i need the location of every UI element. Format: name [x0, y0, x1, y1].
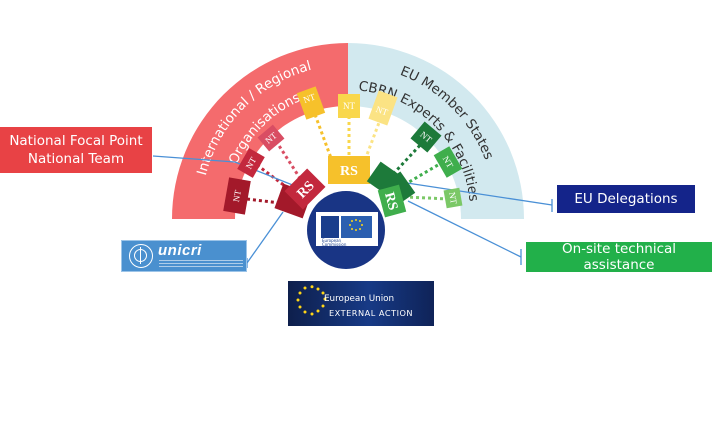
arc-international-organisations: [172, 43, 348, 219]
connector-nt: [405, 195, 450, 201]
unicri-wordmark: unicri: [158, 242, 202, 259]
onsite-assistance-box: On-site technical assistance: [526, 241, 712, 273]
arc-eu-member-states: [348, 43, 524, 219]
nt-tag: NT: [433, 146, 463, 178]
eeas-logo: European Union EXTERNAL ACTION: [288, 281, 434, 326]
nt-tag-label: NT: [343, 101, 355, 111]
onsite-assistance-label: On-site technical assistance: [561, 241, 677, 273]
national-focal-point-label: National Focal Point: [9, 133, 143, 149]
nt-tag: NT: [296, 86, 326, 120]
commission-caption-line2: Commission: [322, 242, 347, 247]
nt-tag-label: NT: [375, 104, 390, 118]
rs-tag: RS: [377, 184, 407, 218]
national-team-label: National Team: [27, 151, 125, 167]
un-emblem-icon: [129, 244, 153, 268]
rs-tag: RS: [328, 156, 370, 184]
connector-nt: [403, 160, 444, 187]
connector-nt: [246, 197, 289, 206]
nt-tag: NT: [338, 94, 360, 118]
nt-tag: NT: [368, 90, 398, 126]
rs-tag: RS: [284, 168, 326, 210]
nt-tag-label: NT: [302, 91, 317, 105]
nt-tag: NT: [257, 124, 285, 152]
nt-tag: NT: [410, 121, 442, 153]
rs-tag-label: RS: [340, 164, 358, 179]
eu-stars-icon: [296, 285, 327, 316]
eu-delegations-box: EU Delegations: [557, 185, 695, 213]
nt-tag: NT: [223, 177, 251, 215]
connector-nt: [393, 139, 426, 174]
eeas-line2: EXTERNAL ACTION: [329, 308, 414, 318]
national-focal-point-box: National Focal Point National Team: [0, 127, 152, 173]
nt-tag-label: NT: [231, 189, 243, 203]
nt-tag: NT: [443, 187, 463, 209]
rs-tag-label: RS: [381, 191, 400, 212]
eeas-line1: European Union: [324, 294, 395, 304]
nt-tag: NT: [237, 148, 265, 178]
nt-tags: NT NT NT NT NT NT NT NT: [223, 86, 463, 215]
connector-nt: [256, 163, 298, 197]
commission-caption-line1: European: [322, 238, 342, 243]
unicri-fine-print: [159, 260, 243, 269]
eu-delegations-label: EU Delegations: [574, 191, 678, 207]
rs-tags: RS RS RS: [274, 156, 416, 219]
unicri-logo: unicri: [121, 240, 247, 272]
nt-tag-label: NT: [447, 191, 459, 205]
connector-nt: [311, 108, 333, 159]
european-commission-logo: European Commission: [316, 212, 378, 247]
